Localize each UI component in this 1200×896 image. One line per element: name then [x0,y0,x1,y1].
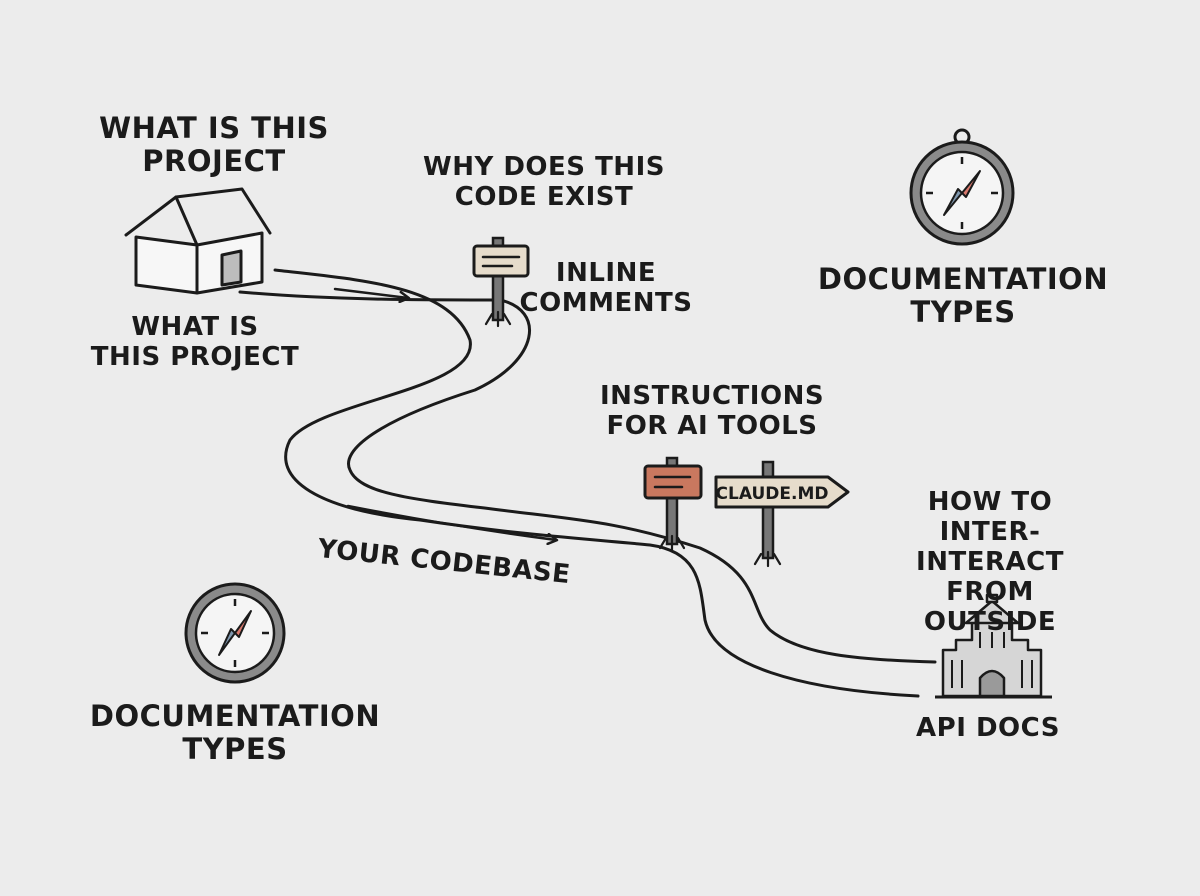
road-edge-inner [238,290,937,664]
compass-icon [909,128,1015,246]
why-code-exist-label: WHY DOES THIS CODE EXIST [423,152,665,212]
house-icon [124,187,272,295]
house-bottom-label: WHAT IS THIS PROJECT [90,312,300,372]
castle-icon [935,593,1052,699]
road-edge-outer [273,268,920,698]
documentation-types-right-label: DOCUMENTATION TYPES [817,262,1109,330]
documentation-types-left-label: DOCUMENTATION TYPES [89,699,381,767]
house-top-label: WHAT IS THIS PROJECT [99,111,329,179]
how-to-interact-label: HOW TO INTER-INTERACT FROM OUTSIDE [916,487,1064,637]
arrow-icon [346,504,556,540]
arrow-icon [333,287,408,298]
instructions-ai-tools-label: INSTRUCTIONS FOR AI TOOLS [599,381,825,441]
api-docs-label: API DOCS [916,713,1060,743]
signpost-icon [643,456,703,552]
road-arrows [333,287,556,540]
claude-md-label: CLAUDE.MD [716,484,829,504]
claude-md-signpost: CLAUDE.MD [714,460,850,568]
signpost-icon [472,236,530,328]
compass-icon [184,582,286,684]
inline-comments-label: INLINE COMMENTS [519,258,693,318]
